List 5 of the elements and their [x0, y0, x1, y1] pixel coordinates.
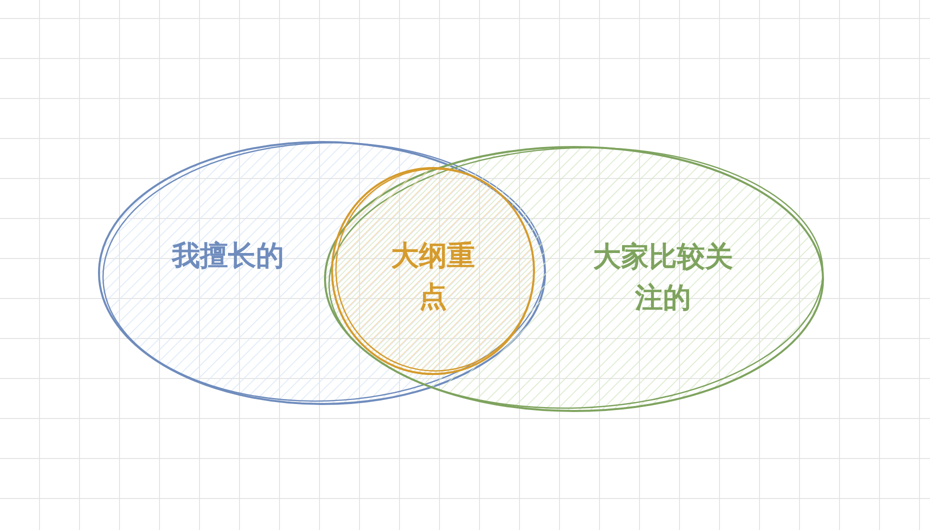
set-label: 大家比较关注的 — [592, 239, 734, 316]
venn-ellipse — [330, 166, 536, 376]
venn-ellipse — [323, 145, 825, 413]
set-label: 大纲重点 — [390, 238, 476, 315]
set-label: 我擅长的 — [170, 238, 285, 274]
